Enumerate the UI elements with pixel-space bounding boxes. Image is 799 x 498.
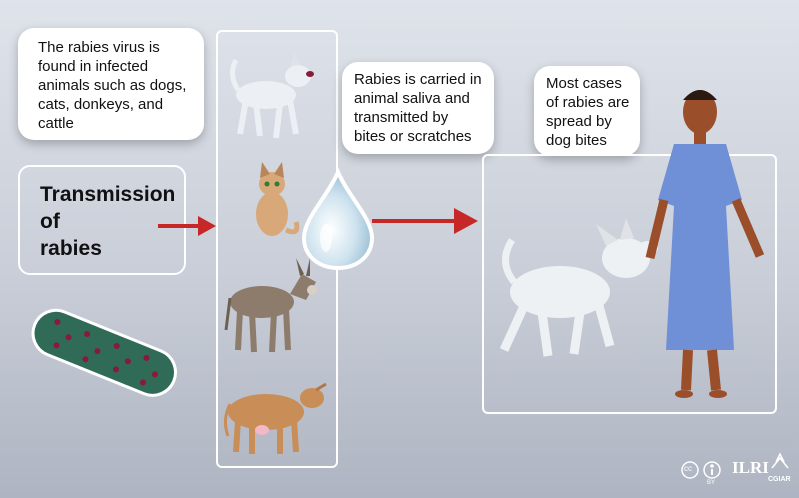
donkey-icon <box>224 258 317 353</box>
callout-saliva: Rabies is carried in animal saliva and t… <box>342 62 494 154</box>
arrow-to-scene <box>372 208 478 234</box>
person-icon <box>645 90 765 398</box>
cgiar-logo-icon <box>771 452 789 469</box>
dog-icon <box>230 52 314 139</box>
cat-icon <box>256 162 300 236</box>
callout-dog-bites-text: Most cases of rabies are spread by dog b… <box>546 75 630 149</box>
title-box: Transmission of rabies <box>18 165 186 275</box>
title-line-1: Transmission <box>40 183 176 206</box>
saliva-drop-icon <box>301 166 375 271</box>
title-line-3: rabies <box>40 237 102 260</box>
callout-dog-bites: Most cases of rabies are spread by dog b… <box>534 66 640 156</box>
callout-virus: The rabies virus is found in infected an… <box>18 28 204 140</box>
ilri-logo: ILRI <box>732 458 769 477</box>
cc-icon <box>681 461 699 479</box>
biting-dog-icon <box>499 218 658 357</box>
callout-saliva-text: Rabies is carried in animal saliva and t… <box>354 71 482 145</box>
by-icon <box>703 461 721 479</box>
virus-particle-icon <box>31 308 177 397</box>
cgiar-text: CGIAR <box>768 476 791 483</box>
callout-virus-text: The rabies virus is found in infected an… <box>38 39 187 132</box>
bite-scene-frame <box>482 154 777 414</box>
cow-icon <box>223 382 327 454</box>
by-text: BY <box>707 480 716 486</box>
cc-text: cc <box>684 464 692 473</box>
arrow-to-animals <box>158 216 216 236</box>
title-line-2: of <box>40 210 60 233</box>
